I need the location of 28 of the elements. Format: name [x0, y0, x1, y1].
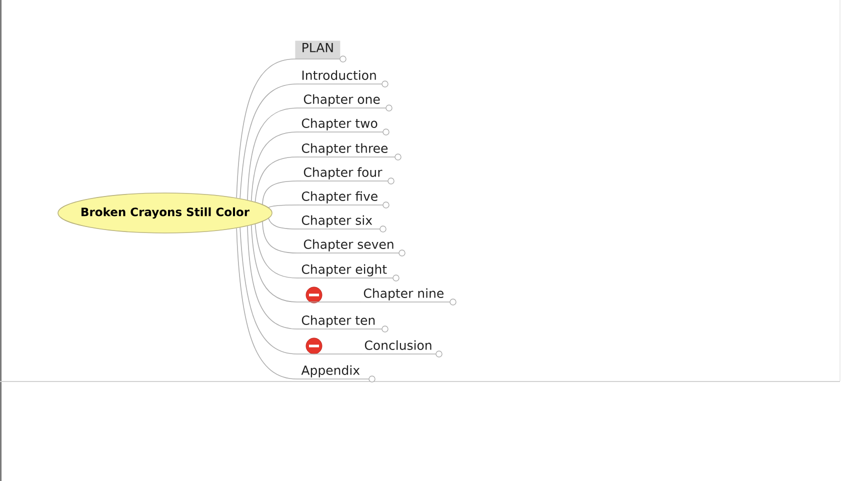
topic-box: PLAN	[294, 40, 340, 60]
branch-line	[240, 227, 362, 354]
topic-label: Chapter nine	[360, 288, 450, 302]
topic-label: Chapter two	[298, 118, 384, 132]
branch-line	[247, 108, 302, 200]
branch-line	[250, 224, 362, 302]
topic-label: Chapter six	[298, 215, 380, 230]
branch-line	[268, 204, 300, 208]
topic-label: Introduction	[298, 70, 382, 84]
topic-label: Conclusion	[362, 340, 436, 354]
branch-line	[262, 221, 302, 254]
branch-line	[240, 84, 300, 199]
branch-line	[236, 228, 300, 380]
topic-label: Chapter three	[298, 143, 396, 158]
topic-label: Chapter ten	[298, 315, 382, 330]
topic-label: Chapter five	[298, 191, 384, 206]
topic-label: Appendix	[298, 365, 370, 380]
branch-line	[254, 224, 300, 278]
branch-line	[247, 226, 300, 330]
branch-line	[262, 180, 302, 205]
branch-line	[268, 218, 300, 230]
topic-label: Chapter eight	[298, 264, 394, 278]
topic-label: Chapter seven	[300, 239, 400, 254]
topic-label: Chapter one	[300, 94, 386, 108]
branch-line	[254, 156, 300, 202]
topic-label: Chapter four	[300, 167, 388, 182]
branch-line	[250, 132, 300, 202]
branch-line	[236, 58, 296, 198]
